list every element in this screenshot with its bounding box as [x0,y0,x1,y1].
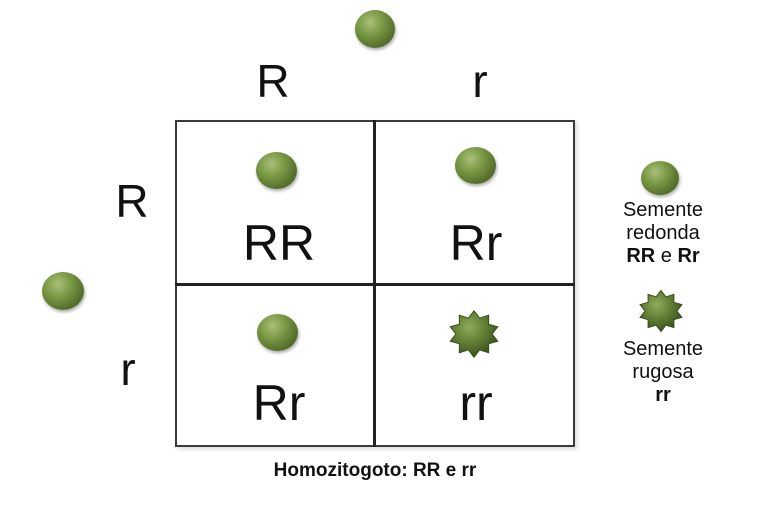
row-allele-2: r [120,343,136,395]
legend-round-line1: Semente [622,199,704,221]
cell-rr-wrinkled-seed-icon [449,309,499,359]
cell-Rr-bottom-seed-icon [257,314,298,351]
legend-round-seed-icon [641,161,679,195]
cell-genotype-1-2: Rr [449,215,503,271]
grid-divider-horizontal [175,283,575,286]
legend-wrinkled-genotype: rr [655,384,671,406]
cell-RR-seed-icon [256,152,297,189]
legend-round-line2: redonda [626,222,700,244]
legend-round-join: e [660,245,672,267]
parent-top-seed-icon [355,10,395,48]
legend-wrinkled-line1: Semente [622,338,704,360]
cell-genotype-2-2: rr [459,375,493,431]
legend-wrinkled: Semente rugosa rr [598,338,728,407]
legend-wrinkled-seed-icon [639,289,683,333]
cell-genotype-1-1: RR [242,215,316,271]
legend-wrinkled-line2: rugosa [632,361,694,383]
legend-round-genotype-1: RR [626,245,656,267]
column-allele-1: R [256,55,290,107]
column-allele-2: r [472,55,488,107]
legend-round-genotypes: RR e Rr [598,245,728,268]
parent-left-seed-icon [42,272,84,310]
legend-round: Semente redonda RR e Rr [598,199,728,268]
diagram-caption: Homozitogoto: RR e rr [273,460,477,481]
row-allele-1: R [115,175,149,227]
cell-genotype-2-1: Rr [252,375,306,431]
cell-Rr-top-seed-icon [455,147,496,184]
legend-round-genotype-2: Rr [677,245,700,267]
